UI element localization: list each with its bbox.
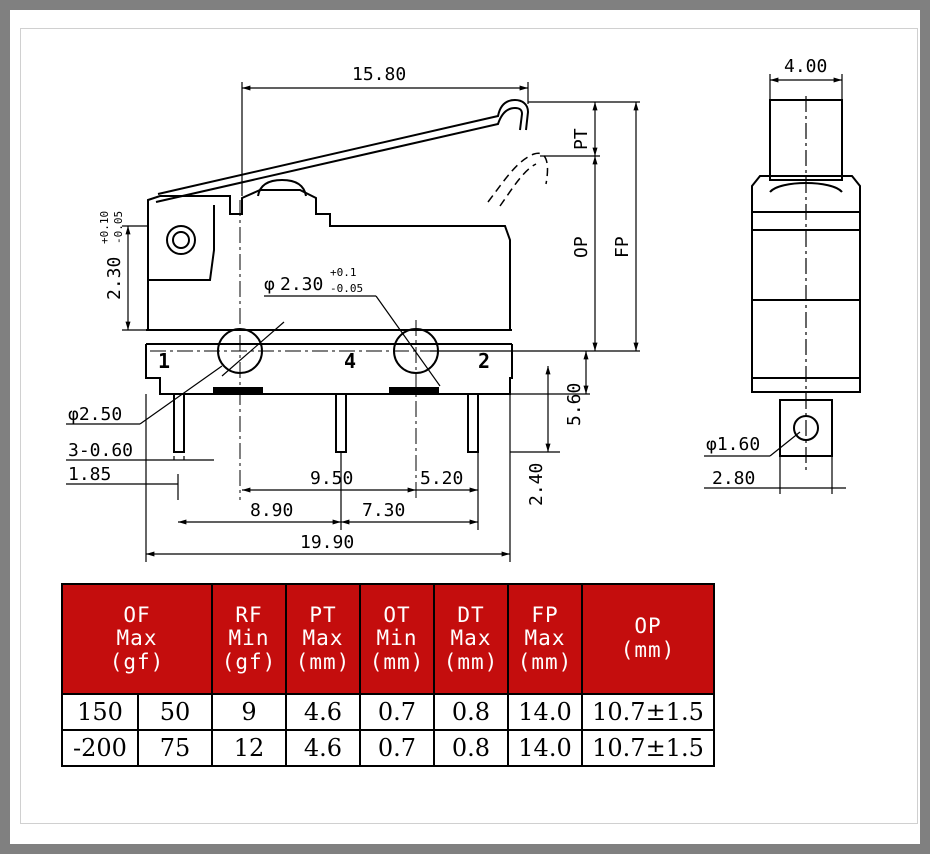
pin-label-1: 1	[158, 349, 170, 373]
dim-overall-length: 19.90	[300, 532, 354, 553]
dim-overall-lever: 15.80	[352, 64, 406, 85]
cell-of-max: 150	[61, 693, 139, 731]
cell-of-max-alt: 50	[137, 693, 213, 731]
pin-label-2: 2	[478, 349, 490, 373]
lever-actuated-position	[487, 152, 549, 207]
cell-pt-max: 4.6	[285, 693, 361, 731]
dim-hole-diameter: 2.30	[280, 274, 323, 295]
dim-hole-diameter-tol-upper: +0.1	[330, 266, 357, 279]
dim-tab-hole: φ1.60	[706, 434, 760, 455]
cell-fp-max: 14.0	[507, 729, 583, 767]
dim-hole-diameter-tol-lower: -0.05	[330, 282, 363, 295]
cell-of-max: -200	[61, 729, 139, 767]
dim-op-label: OP	[571, 236, 592, 258]
pin-label-4: 4	[344, 349, 356, 373]
header-rf-min: RF Min (gf)	[211, 583, 287, 695]
cell-rf-min: 9	[211, 693, 287, 731]
center-lines	[150, 200, 560, 500]
side-view-dims	[704, 74, 846, 494]
cell-ot-min: 0.7	[359, 693, 435, 731]
dim-pin-spacing-b: 5.20	[420, 468, 463, 489]
dim-fp-label: FP	[612, 236, 633, 258]
dim-tab-width: 2.80	[712, 468, 755, 489]
inner-border	[20, 28, 918, 824]
dim-pin-diameter: φ2.50	[68, 404, 122, 425]
header-pt-max: PT Max (mm)	[285, 583, 361, 695]
header-fp-max: FP Max (mm)	[507, 583, 583, 695]
dim-hole-diameter-symbol: φ	[264, 274, 275, 295]
dimension-lines	[66, 82, 640, 562]
dim-pin-gap: 2.40	[526, 463, 547, 506]
cell-rf-min: 12	[211, 729, 287, 767]
spec-table: OF Max (gf) RF Min (gf) PT Max (mm) OT M…	[61, 583, 715, 767]
table-row: 150 50 9 4.6 0.7 0.8 14.0 10.7±1.5	[61, 693, 715, 731]
table-row: -200 75 12 4.6 0.7 0.8 14.0 10.7±1.5	[61, 729, 715, 767]
header-ot-min: OT Min (mm)	[359, 583, 435, 695]
switch-body-front-view	[145, 98, 530, 453]
cell-dt-max: 0.8	[433, 729, 509, 767]
dim-hole-height-tol-lower: -0.05	[112, 211, 125, 244]
dim-hole-height-tol-upper: +0.10	[98, 211, 111, 244]
cell-ot-min: 0.7	[359, 729, 435, 767]
header-of-max: OF Max (gf)	[61, 583, 213, 695]
dim-pin-offset-b: 7.30	[362, 500, 405, 521]
dim-side-width: 4.00	[784, 56, 827, 77]
cell-of-max-alt: 75	[137, 729, 213, 767]
header-row: OF Max (gf) RF Min (gf) PT Max (mm) OT M…	[61, 583, 715, 695]
cell-op: 10.7±1.5	[581, 729, 715, 767]
dim-pin-length: 5.60	[564, 383, 585, 426]
dim-pin-width: 3-0.60	[68, 440, 133, 461]
header-op: OP (mm)	[581, 583, 715, 695]
dim-hole-height: 2.30	[104, 257, 125, 300]
cell-pt-max: 4.6	[285, 729, 361, 767]
dim-left-offset: 1.85	[68, 464, 111, 485]
dim-pin-offset-a: 8.90	[250, 500, 293, 521]
dim-pin-spacing-a: 9.50	[310, 468, 353, 489]
cell-dt-max: 0.8	[433, 693, 509, 731]
header-dt-max: DT Max (mm)	[433, 583, 509, 695]
cell-op: 10.7±1.5	[581, 693, 715, 731]
dim-pt-label: PT	[571, 128, 592, 150]
cell-fp-max: 14.0	[507, 693, 583, 731]
